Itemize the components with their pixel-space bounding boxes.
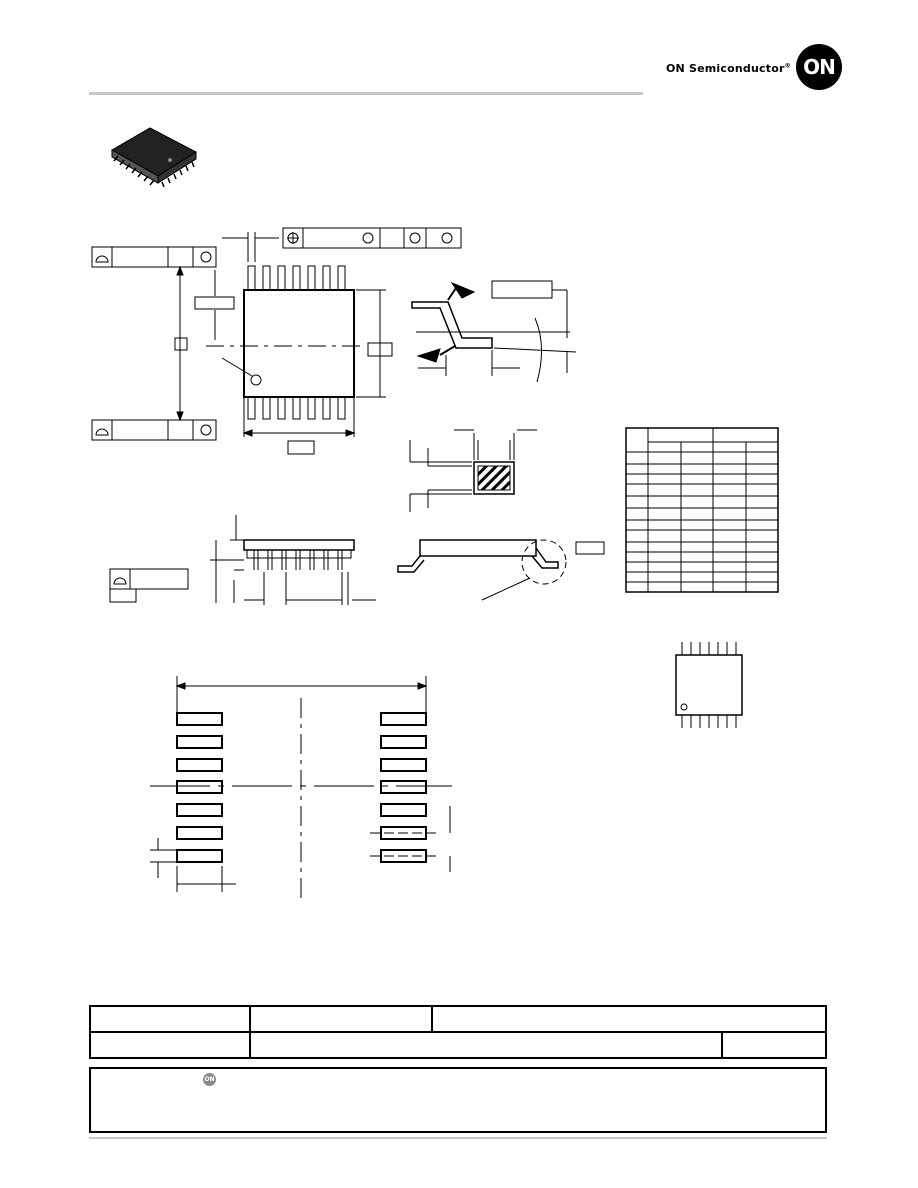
tolerance-frame-left-bottom [91,419,217,441]
notice-box [89,1067,827,1133]
mini-on-logo-icon: ON [203,1073,216,1086]
solder-footprint [150,676,452,900]
lead-detail [411,280,577,383]
tolerance-frame-top [282,227,462,249]
dimension-table [625,427,779,593]
footer-rule [89,1137,827,1139]
title-block-row-1 [89,1005,827,1033]
title-block-row-2 [89,1031,827,1059]
package-side-view [109,515,376,605]
title-cell-4 [251,1033,723,1057]
title-cell-3 [91,1033,251,1057]
header-rule [89,92,643,95]
tolerance-frame-left-top [91,246,217,268]
marking-diagram [675,642,743,728]
brand-text: ON Semiconductor® [666,62,791,75]
title-cell-1 [91,1007,251,1031]
package-top-view [174,232,393,455]
on-logo-icon: ON [796,44,842,90]
lead-section-view [409,429,537,512]
detail-circle-icon [521,539,567,585]
package-photo-icon [110,127,198,188]
side-view-detail [397,539,605,601]
title-cell-2 [251,1007,433,1031]
